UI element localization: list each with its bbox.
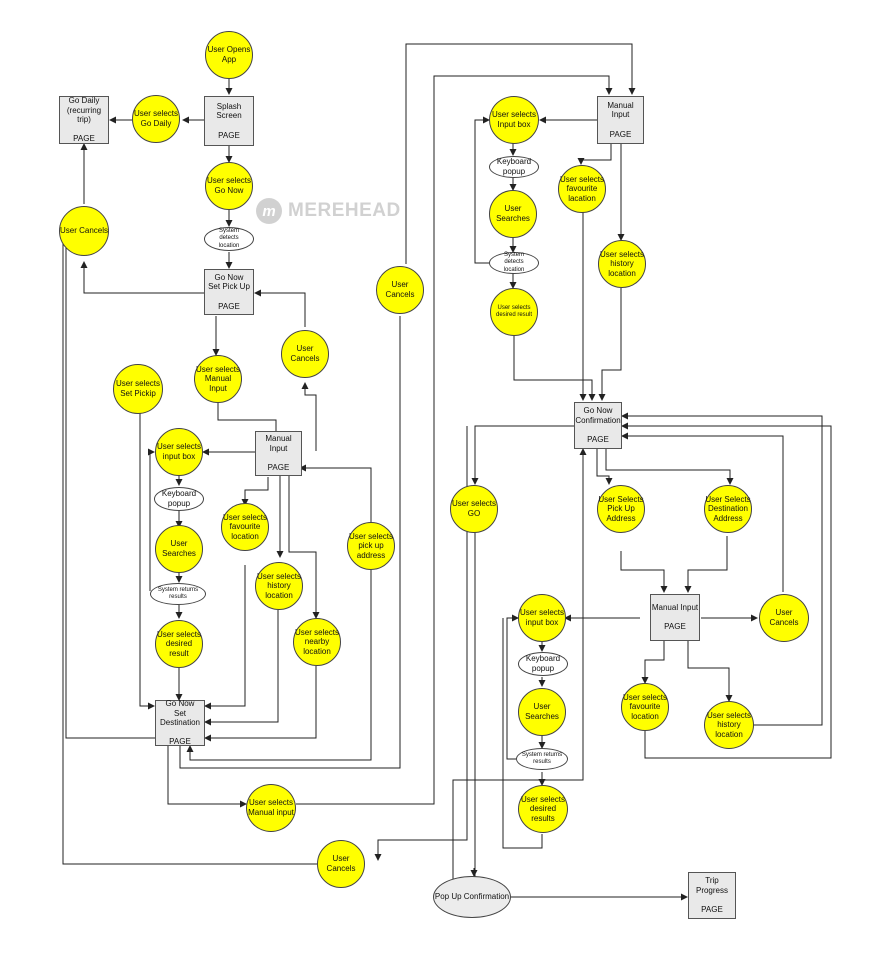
node-user-selects-destination-address: User Selects Destination Address (704, 485, 752, 533)
node-user-selects-go: User selects GO (450, 485, 498, 533)
page-go-now-set-destination: Go Now Set Destination PAGE (155, 699, 205, 746)
node-user-selects-pickup-address-2: User Selects Pick Up Address (597, 485, 645, 533)
node-user-cancels-right: User Cancels (759, 594, 809, 642)
node-user-selects-input-box-1: User selects input box (155, 428, 203, 476)
node-user-selects-history-1: User selects history location (255, 562, 303, 610)
watermark-text: MEREHEAD (288, 200, 401, 221)
node-user-selects-go-now: User selects Go Now (205, 162, 253, 210)
node-user-cancels-bottom: User Cancels (317, 840, 365, 888)
node-user-selects-favourite-1: User selects favourite location (221, 503, 269, 551)
node-keyboard-popup-3: Keyboard popup (518, 652, 568, 676)
node-system-detects-location-1: System detects location (204, 227, 254, 251)
page-trip-progress: Trip Progress PAGE (688, 872, 736, 919)
page-go-now-confirmation: Go Now Confirmation PAGE (574, 402, 622, 449)
node-system-returns-results-3: System returns results (516, 748, 568, 770)
node-user-selects-desired-results-3: User selects desired results (518, 785, 568, 833)
node-user-searches-2: User Searches (489, 190, 537, 238)
node-user-selects-desired-result-2: User selects desired result (490, 288, 538, 336)
node-user-opens-app: User Opens App (205, 31, 253, 79)
page-manual-input-3: Manual Input PAGE (650, 594, 700, 641)
node-user-cancels-mid: User Cancels (281, 330, 329, 378)
node-user-searches-3: User Searches (518, 688, 566, 736)
node-user-selects-favourite-2: User selects favourite lacation (558, 165, 606, 213)
node-user-selects-input-box-3: User selects input box (518, 594, 566, 642)
page-manual-input-1: Manual Input PAGE (255, 431, 302, 476)
node-user-selects-history-3: User selects history location (704, 701, 754, 749)
node-system-detects-location-2: System detects location (489, 252, 539, 274)
node-user-selects-input-box-2: User selects Input box (489, 96, 539, 144)
node-user-selects-manual-input-1: User selects Manual Input (194, 355, 242, 403)
node-system-returns-results-1: System returns results (150, 583, 206, 605)
node-user-selects-manual-input-2: User selects Manual input (246, 784, 296, 832)
node-pop-up-confirmation: Pop Up Confirmation (433, 876, 511, 918)
node-user-cancels-upper: User Cancels (376, 266, 424, 314)
merehead-watermark: m MEREHEAD (256, 196, 401, 226)
node-keyboard-popup-2: Keyboard popup (489, 156, 539, 178)
node-user-cancels-left: User Cancels (59, 206, 109, 256)
page-splash-screen: Splash Screen PAGE (204, 96, 254, 146)
page-go-now-set-pickup: Go Now Set Pick Up PAGE (204, 269, 254, 315)
node-user-selects-desired-result-1: User selects desired result (155, 620, 203, 668)
node-user-selects-history-2: User selects history location (598, 240, 646, 288)
page-go-daily: Go Daily (recurring trip) PAGE (59, 96, 109, 144)
node-user-selects-go-daily: User selects Go Daily (132, 95, 180, 143)
node-user-selects-nearby: User selects nearby location (293, 618, 341, 666)
node-user-selects-set-pickip: User selects Set Pickip (113, 364, 163, 414)
merehead-logo-icon: m (256, 198, 282, 224)
node-user-searches-1: User Searches (155, 525, 203, 573)
node-keyboard-popup-1: Keyboard popup (154, 487, 204, 511)
node-user-selects-favourite-3: User selects favourite location (621, 683, 669, 731)
page-manual-input-2: Manual Input PAGE (597, 96, 644, 144)
node-user-selects-pickup-address: User selects pick up address (347, 522, 395, 570)
